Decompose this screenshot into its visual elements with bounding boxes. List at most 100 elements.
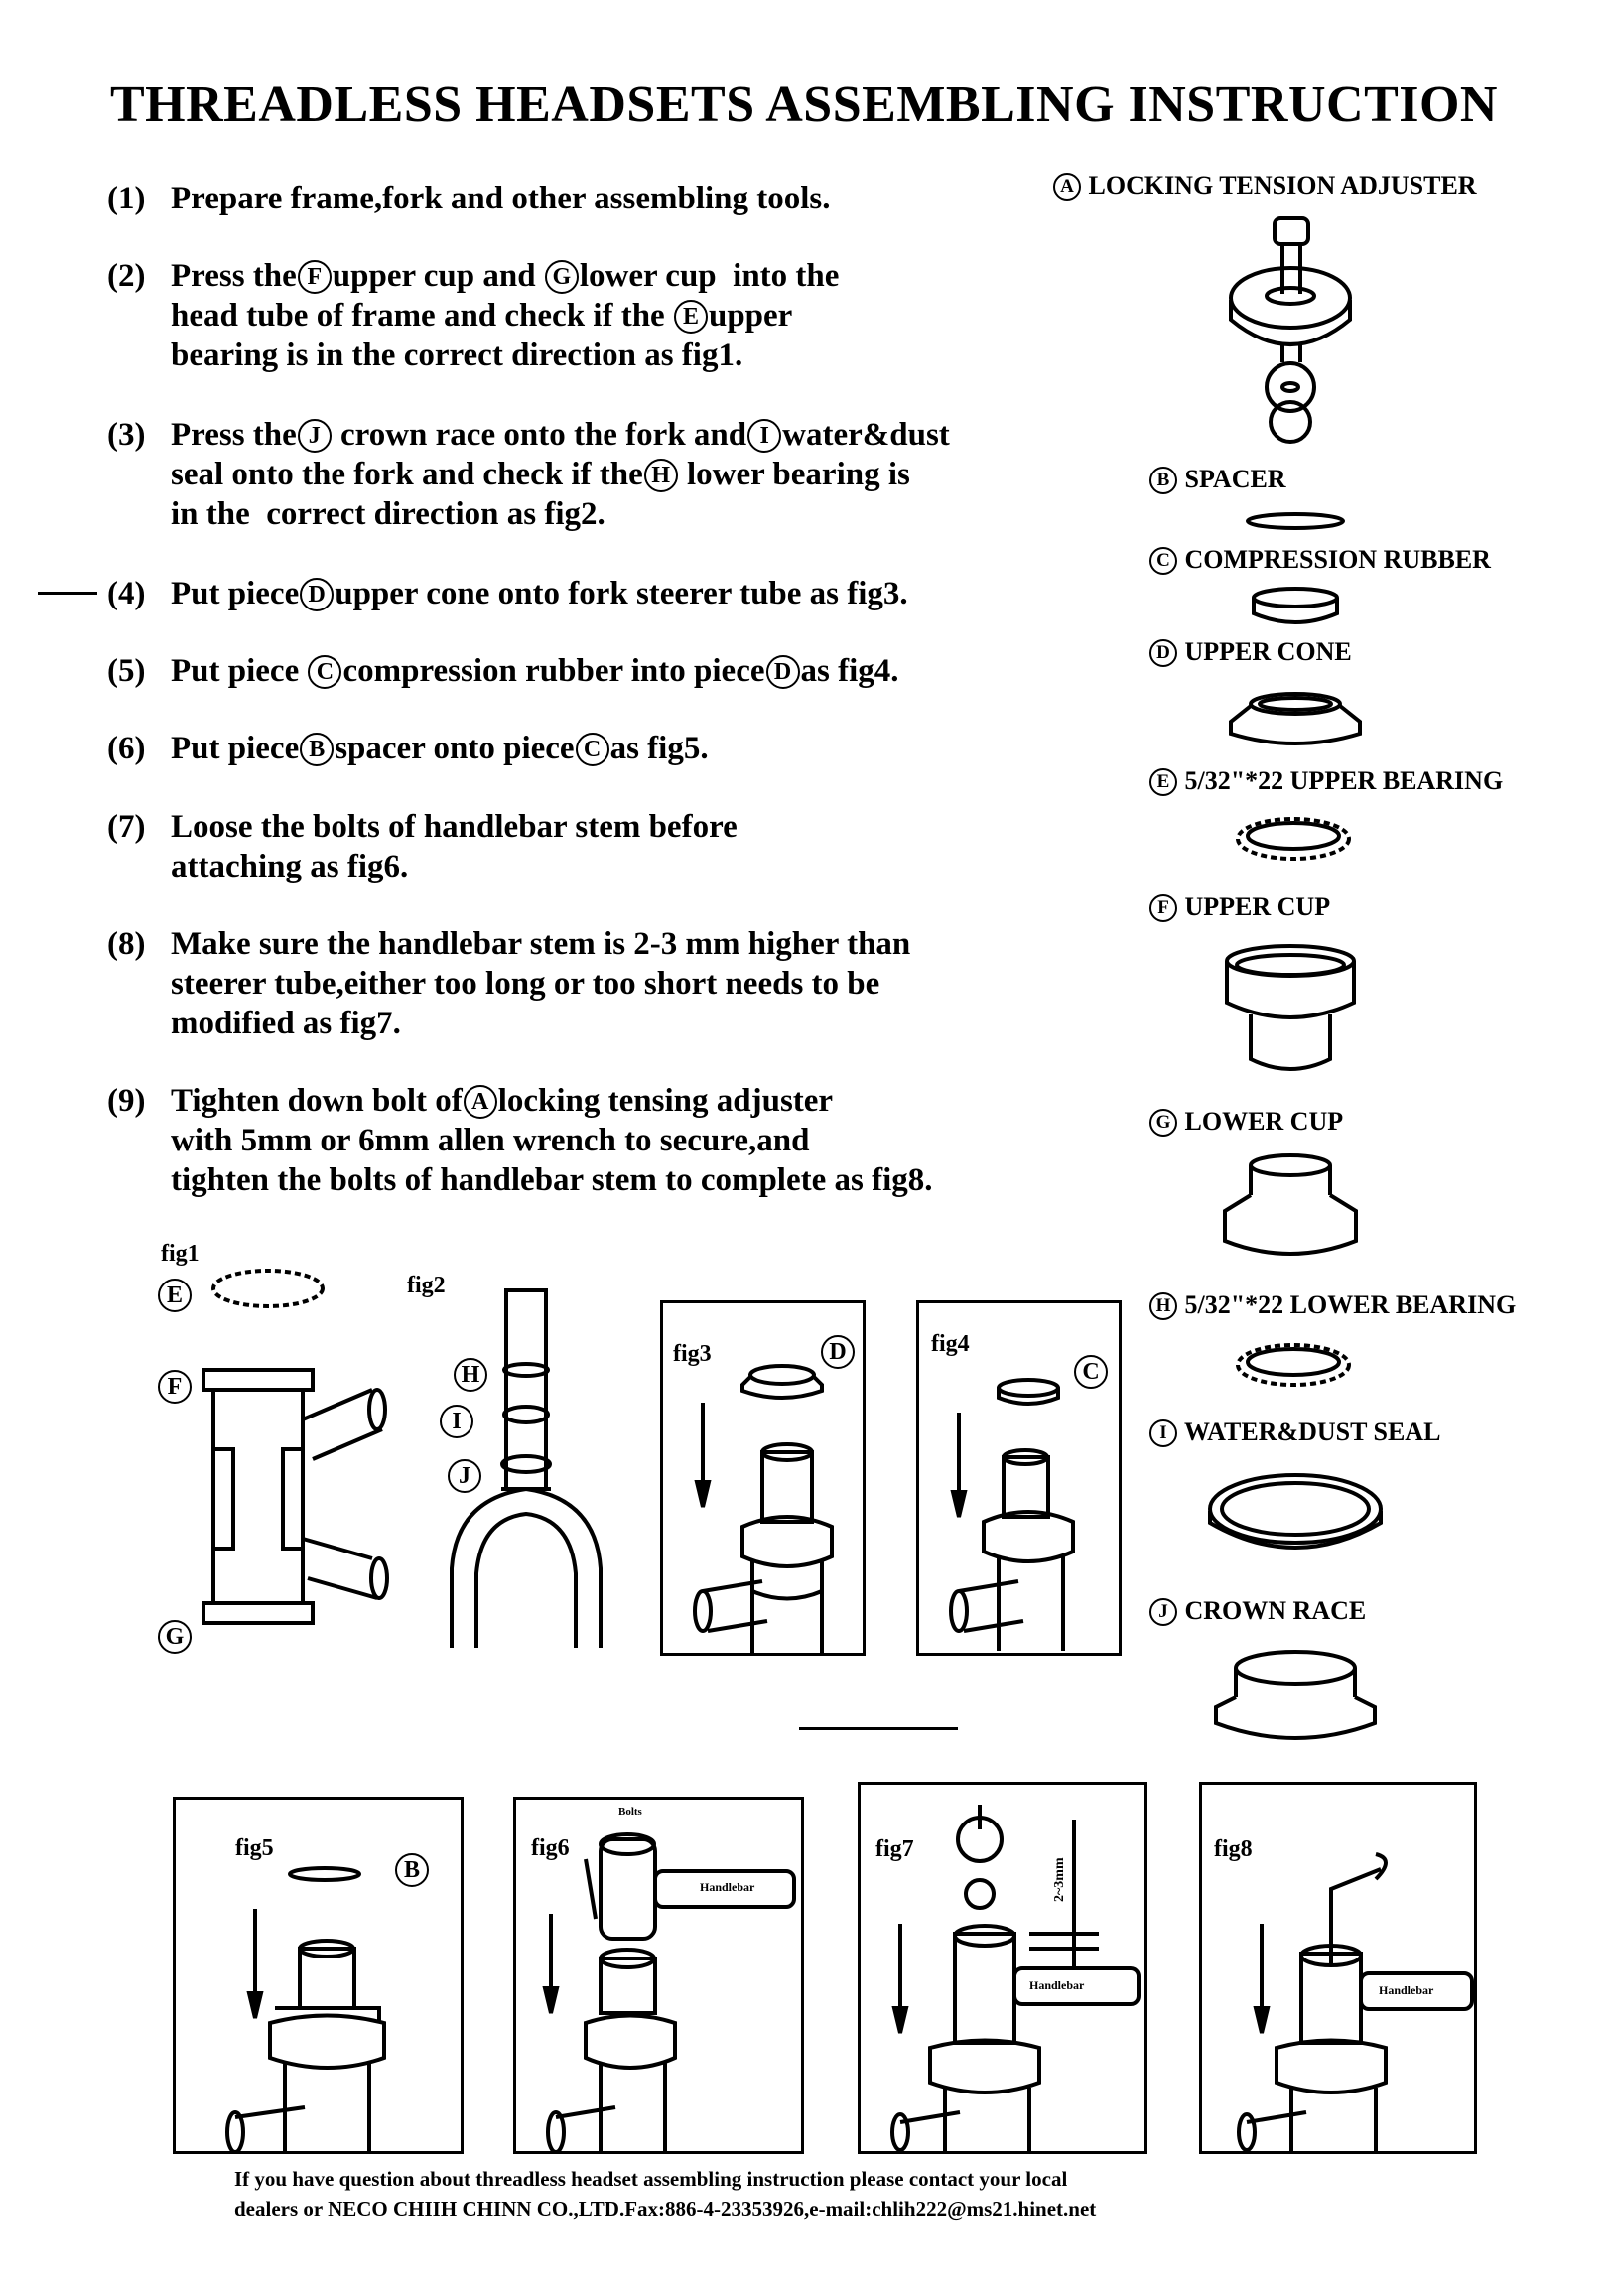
callout-e: E: [158, 1279, 192, 1312]
step-1: (1)Prepare frame,fork and other assembli…: [107, 179, 831, 218]
part-name: 5/32"*22 UPPER BEARING: [1184, 766, 1504, 795]
fig3-label: fig3: [673, 1341, 712, 1367]
step-line: in the correct direction as fig2.: [107, 494, 950, 534]
step-text: Loose the bolts of handlebar stem before: [171, 809, 738, 845]
part-e: E 5/32"*22 UPPER BEARING: [1148, 766, 1503, 796]
step-text: with 5mm or 6mm allen wrench to secure,a…: [171, 1123, 810, 1158]
footer-line-2: dealers or NECO CHIIH CHINN CO.,LTD.Fax:…: [234, 2197, 1097, 2221]
circled-letter: D: [765, 655, 800, 689]
circled-letter: E: [1149, 768, 1177, 796]
part-name: 5/32"*22 LOWER BEARING: [1184, 1290, 1517, 1319]
step-number: (2): [107, 258, 146, 294]
fig7-box: fig7 2~3mm Handlebar: [858, 1782, 1147, 2154]
step-text: bearing is in the correct direction as f…: [171, 338, 743, 373]
step-line: (1)Prepare frame,fork and other assembli…: [107, 179, 831, 218]
part-c: C COMPRESSION RUBBER: [1148, 545, 1491, 575]
fig8-label: fig8: [1214, 1836, 1253, 1862]
circled-letter: I: [747, 419, 782, 453]
step-line: with 5mm or 6mm allen wrench to secure,a…: [107, 1121, 933, 1160]
part-name: LOWER CUP: [1184, 1107, 1344, 1136]
part-name: UPPER CUP: [1184, 892, 1331, 921]
lower-cup-illustration: [1223, 1153, 1358, 1256]
circled-letter: E: [673, 300, 708, 334]
step-text: Press the: [171, 258, 297, 294]
step-line: modified as fig7.: [107, 1004, 910, 1043]
fig5-box: fig5 B: [173, 1797, 464, 2154]
fig3-box: fig3 D: [660, 1300, 866, 1656]
upper-cup-illustration: [1225, 944, 1356, 1071]
circled-letter: I: [1149, 1419, 1177, 1447]
fig2-fork-illustration: [450, 1288, 603, 1648]
circled-letter: B: [1149, 467, 1177, 494]
step-text: compression rubber into piece: [342, 653, 765, 689]
callout-h: H: [454, 1358, 487, 1392]
fig6-label: fig6: [531, 1835, 570, 1861]
compression-rubber-illustration: [1252, 587, 1339, 624]
part-name: LOCKING TENSION ADJUSTER: [1088, 171, 1477, 200]
step-text: as fig5.: [609, 731, 709, 766]
handlebar-label: Handlebar: [1029, 1978, 1085, 1992]
spacer-illustration: [1246, 512, 1345, 530]
step-text: head tube of frame and check if the: [171, 298, 673, 334]
step-number: (5): [107, 653, 146, 689]
step-line: tighten the bolts of handlebar stem to c…: [107, 1160, 933, 1200]
handlebar-label: Handlebar: [700, 1880, 755, 1894]
fig1-head-tube-illustration: [202, 1269, 389, 1625]
part-name: WATER&DUST SEAL: [1184, 1418, 1441, 1446]
fig5-label: fig5: [235, 1835, 274, 1861]
step-line: (8) Make sure the handlebar stem is 2-3 m…: [107, 924, 910, 964]
circled-letter: F: [297, 260, 332, 294]
fig7-label: fig7: [875, 1836, 914, 1862]
step-8: (8) Make sure the handlebar stem is 2-3 m…: [107, 924, 910, 1043]
step-text: Make sure the handlebar stem is 2-3 mm h…: [171, 926, 911, 962]
circled-letter: F: [1149, 894, 1177, 922]
part-h: H 5/32"*22 LOWER BEARING: [1148, 1290, 1516, 1320]
circled-letter: G: [1149, 1109, 1177, 1137]
step-text: upper cone onto fork steerer tube as fig…: [335, 576, 908, 611]
step-text: upper cup and: [332, 258, 544, 294]
callout-f: F: [158, 1370, 192, 1404]
part-f: F UPPER CUP: [1148, 892, 1330, 922]
fig4-illustration: [949, 1378, 1075, 1651]
step-text: seal onto the fork and check if the: [171, 457, 643, 492]
fig8-box: fig8 Handlebar: [1199, 1782, 1477, 2154]
fig4-label: fig4: [931, 1331, 970, 1357]
step-text: in the correct direction as fig2.: [171, 496, 605, 532]
upper-bearing-illustration: [1236, 817, 1351, 861]
callout-c: C: [1074, 1355, 1108, 1389]
fig8-illustration: [1237, 1852, 1474, 2152]
handlebar-label: Handlebar: [1379, 1983, 1434, 1997]
circled-letter: J: [1149, 1598, 1177, 1626]
step-text: lower bearing is: [678, 457, 910, 492]
step-text: spacer onto piece: [335, 731, 575, 766]
part-name: UPPER CONE: [1184, 637, 1352, 666]
circled-letter: G: [544, 260, 579, 294]
step-text: lower cup into the: [579, 258, 840, 294]
fig6-illustration: [542, 1832, 796, 2154]
step-line: bearing is in the correct direction as f…: [107, 336, 839, 375]
crown-race-illustration: [1214, 1650, 1377, 1740]
circled-letter: C: [575, 733, 609, 766]
fig2-label: fig2: [407, 1273, 446, 1298]
upper-cone-illustration: [1229, 692, 1362, 745]
circled-letter: C: [1149, 547, 1177, 575]
part-g: G LOWER CUP: [1148, 1107, 1343, 1137]
scan-mark: [799, 1727, 958, 1730]
step-number: (8): [107, 926, 146, 962]
water-dust-seal-illustration: [1208, 1473, 1383, 1550]
step-number: (7): [107, 809, 146, 845]
circled-letter: B: [300, 733, 335, 766]
footer-contact: If you have question about threadless he…: [234, 2164, 1096, 2224]
step-text: Put piece: [171, 653, 308, 689]
circled-letter: H: [1149, 1292, 1177, 1320]
fig6-box: fig6 Bolts Handlebar: [513, 1797, 804, 2154]
step-text: Prepare frame,fork and other assembling …: [171, 181, 831, 216]
